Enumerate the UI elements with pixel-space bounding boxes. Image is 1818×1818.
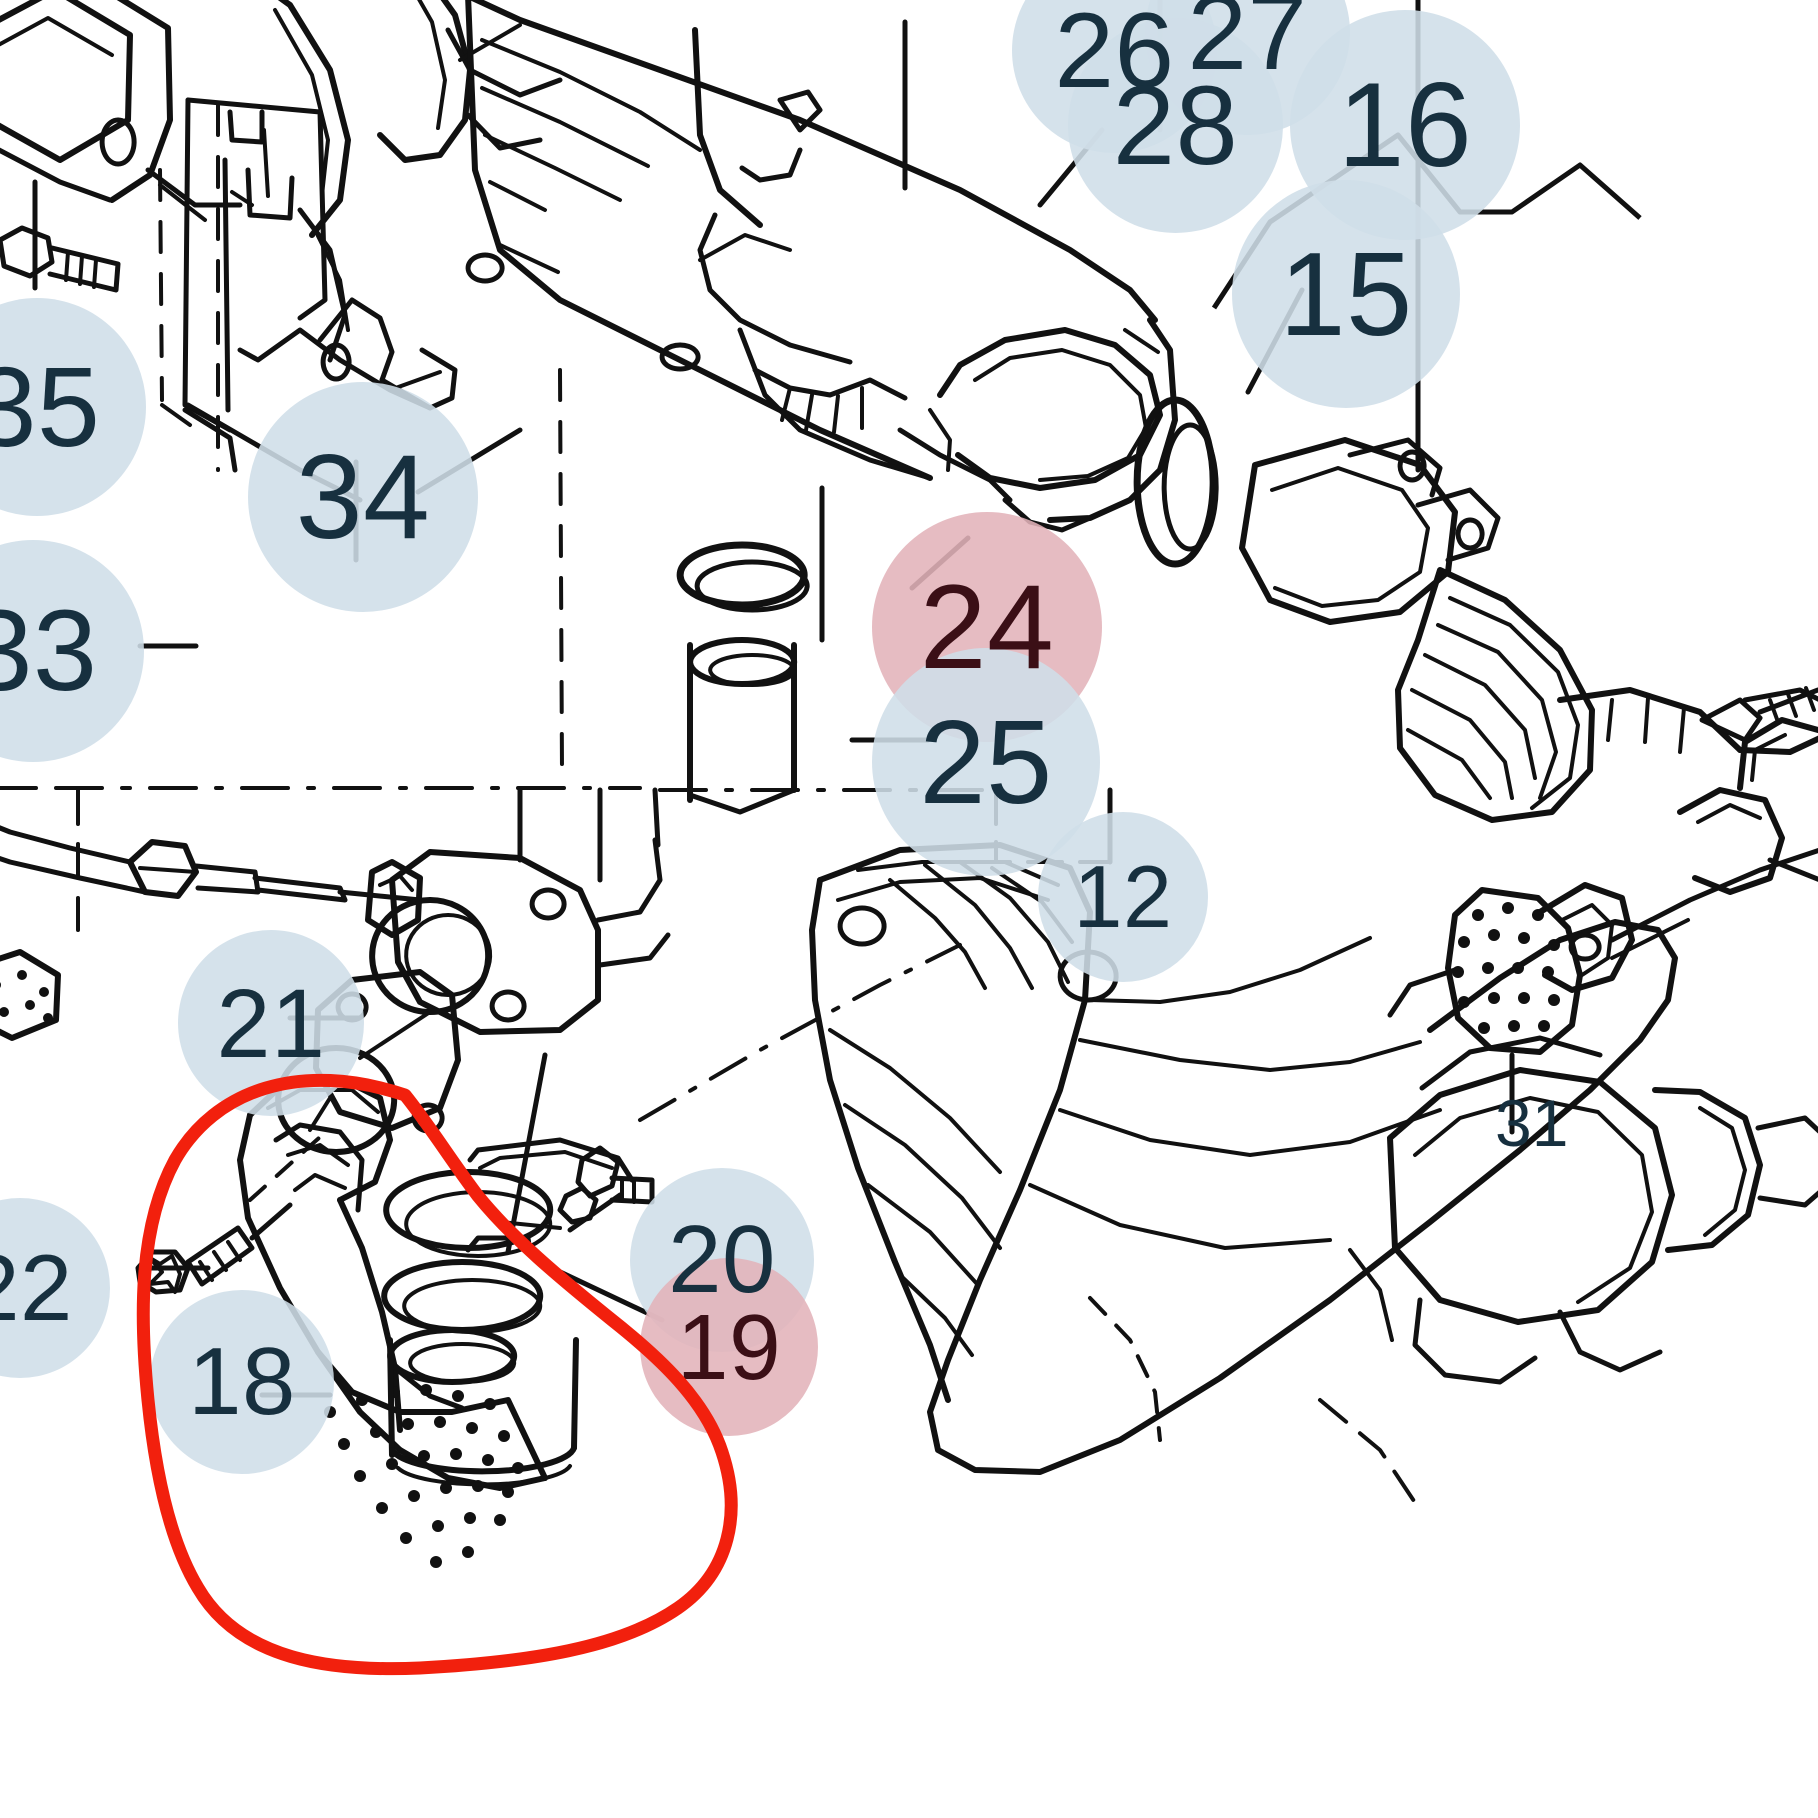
callout-16[interactable]: 16 <box>1290 10 1520 240</box>
part-oring-24 <box>676 541 810 613</box>
callout-label: 15 <box>1279 227 1413 361</box>
part-sensor-rod <box>0 825 423 903</box>
part-pipe-stub-25 <box>687 637 798 815</box>
callout-label: 35 <box>0 343 101 470</box>
callout-label: 21 <box>216 968 326 1078</box>
part-hatched-fragment <box>0 949 61 1041</box>
plain-label-31: 31 <box>1495 1086 1569 1160</box>
callout-26[interactable]: 26 <box>1012 0 1217 153</box>
callout-21[interactable]: 21 <box>178 930 364 1116</box>
callout-label: 24 <box>919 560 1055 694</box>
part-thermostat-31 <box>1387 717 1818 1055</box>
part-intake-snout <box>1387 1035 1818 1385</box>
callout-label: 33 <box>0 586 98 715</box>
callout-28[interactable]: 28 <box>1068 18 1283 233</box>
part-bolt-35 <box>0 225 121 293</box>
callout-label: 12 <box>1073 847 1173 946</box>
part-head-flange-fragment <box>0 0 473 238</box>
part-oring-15 <box>1133 396 1219 568</box>
callout-label: 16 <box>1337 58 1473 192</box>
callout-label: 22 <box>0 1235 73 1340</box>
callout-12[interactable]: 12 <box>1038 812 1208 982</box>
callout-25[interactable]: 25 <box>872 648 1100 876</box>
callout-label: 28 <box>1112 62 1239 188</box>
callout-33[interactable]: 33 <box>0 540 144 762</box>
callout-label: 25 <box>919 695 1053 829</box>
callout-35[interactable]: 35 <box>0 298 146 516</box>
callout-24[interactable]: 24 <box>872 512 1102 742</box>
callout-label: 34 <box>295 430 431 564</box>
callout-27[interactable]: 27 <box>1145 0 1350 135</box>
callout-22[interactable]: 22 <box>0 1198 110 1378</box>
callout-34[interactable]: 34 <box>248 382 478 612</box>
part-spring-right-edge <box>1699 686 1818 743</box>
callout-15[interactable]: 15 <box>1232 180 1460 408</box>
callout-label: 27 <box>1187 0 1308 92</box>
callout-label: 26 <box>1054 0 1175 110</box>
